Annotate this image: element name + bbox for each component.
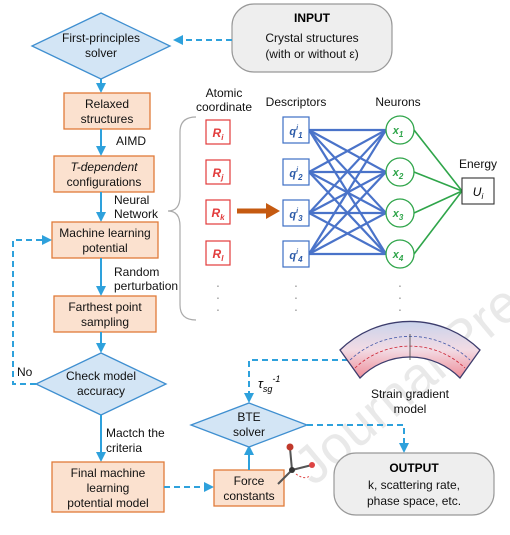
descriptors-label: Descriptors [266, 95, 327, 109]
atom-dots-3: · [216, 301, 221, 317]
tau-label: τsg-1 [258, 374, 280, 394]
input-title: INPUT [294, 11, 331, 25]
relaxed-line-1: Relaxed [85, 97, 129, 111]
descriptor-q4: qi4 [282, 240, 310, 268]
neuron-x2: x2 [385, 157, 415, 187]
descriptor-neuron-link-4-1 [308, 129, 387, 255]
neuron-x4: x4 [385, 239, 415, 269]
atom-R-i: Ri [205, 119, 231, 145]
descriptor-neuron-link-4-2 [308, 171, 387, 255]
match-label-1: Mactch the [106, 426, 165, 440]
descriptor-q3: qi3 [282, 199, 310, 227]
neuron-x1: x1 [385, 115, 415, 145]
force-constants-box: Force constants [213, 469, 285, 507]
force-line-2: constants [223, 489, 274, 503]
atom-R-j: Rj [205, 159, 231, 185]
neuron-dots-2: · [398, 289, 403, 305]
relaxed-structures-box: Relaxed structures [63, 92, 151, 130]
perturbation-label-1: Random [114, 265, 159, 279]
output-line-1: k, scattering rate, [368, 478, 460, 492]
atom-R-l: Rl [205, 240, 231, 266]
t-dependent-box: T-dependent configurations [53, 155, 155, 193]
atom-dots: · [216, 277, 221, 293]
farthest-line-2: sampling [81, 315, 129, 329]
neuron-dots: · [398, 277, 403, 293]
tau-subscript: sg [263, 384, 273, 394]
energy-node: Ui [461, 177, 495, 205]
energy-label: Energy [459, 157, 497, 171]
bte-to-output-arrow [307, 424, 409, 453]
ml-potential-line-1: Machine learning [59, 226, 150, 240]
bte-line-2: solver [233, 425, 265, 439]
output-title: OUTPUT [389, 461, 439, 475]
atom-R-l-text: Rl [213, 247, 225, 263]
final-line-2: learning [87, 481, 130, 495]
neuron-x3: x3 [385, 198, 415, 228]
first-principles-decision: First-principles solver [30, 12, 172, 80]
check-accuracy-decision: Check model accuracy [34, 352, 168, 416]
strain-line-1: Strain gradient [371, 387, 450, 401]
first-principles-line-1: First-principles [62, 31, 140, 45]
force-molecule-icon [277, 443, 315, 485]
bte-line-1: BTE [237, 410, 260, 424]
atom-R-i-text: Ri [213, 126, 225, 142]
energy-node-text: Ui [473, 185, 484, 201]
neural-label-2: Network [114, 207, 159, 221]
descriptor-neuron-link-3-1 [308, 129, 387, 214]
atom-dots-2: · [216, 289, 221, 305]
input-terminator: INPUT Crystal structures (with or withou… [231, 3, 393, 73]
descriptor-dots-3: · [294, 301, 299, 317]
check-line-1: Check model [66, 369, 136, 383]
farthest-sampling-box: Farthest point sampling [53, 295, 157, 333]
perturbation-label-2: perturbation [114, 279, 178, 293]
tau-superscript: -1 [272, 374, 280, 384]
atomic-label-2: coordinate [196, 100, 252, 114]
descriptor-q2: qi2 [282, 158, 310, 186]
force-line-1: Force [234, 474, 265, 488]
t-dependent-line-2: configurations [67, 175, 142, 189]
input-line-2: (with or without ε) [265, 47, 358, 61]
coordinate-brace [167, 116, 197, 321]
input-line-1: Crystal structures [265, 31, 358, 45]
first-principles-line-2: solver [85, 46, 117, 60]
final-model-box: Final machine learning potential model [51, 461, 165, 513]
strain-gradient-graphic [339, 320, 481, 380]
output-terminator: OUTPUT k, scattering rate, phase space, … [333, 452, 495, 516]
orange-arrow-head [266, 203, 280, 219]
neuron-energy-link-2 [413, 171, 463, 192]
network-connections [308, 128, 463, 256]
atomic-label-1: Atomic [206, 86, 243, 100]
ml-potential-line-2: potential [82, 241, 127, 255]
neurons-label: Neurons [375, 95, 420, 109]
no-label: No [17, 365, 33, 379]
check-line-2: accuracy [77, 384, 125, 398]
ml-potential-box: Machine learning potential [51, 221, 159, 259]
final-line-1: Final machine [71, 466, 146, 480]
descriptor-dots-2: · [294, 289, 299, 305]
farthest-line-1: Farthest point [68, 300, 142, 314]
atom-R-j-text: Rj [213, 166, 225, 182]
tau-symbol: τ [258, 376, 264, 391]
descriptor-neuron-link-4-3 [308, 212, 387, 255]
neuron-energy-link-1 [413, 129, 463, 192]
bte-solver-decision: BTE solver [189, 402, 309, 448]
strain-line-2: model [394, 402, 427, 416]
descriptor-dots: · [294, 277, 299, 293]
neuron-dots-3: · [398, 301, 403, 317]
match-label-2: criteria [106, 441, 142, 455]
final-line-3: potential model [67, 496, 148, 510]
descriptor-neuron-link-2-1 [308, 129, 387, 173]
no-loop-arrow [12, 235, 52, 385]
descriptor-q1: qi1 [282, 116, 310, 144]
t-dependent-line-1: T-dependent [71, 160, 139, 174]
neuron-energy-link-4 [413, 190, 463, 255]
neuron-energy-link-3 [413, 190, 463, 214]
output-line-2: phase space, etc. [367, 494, 461, 508]
aimd-label: AIMD [116, 134, 146, 148]
neural-label-1: Neural [114, 193, 149, 207]
atom-R-k: Rk [205, 199, 231, 225]
relaxed-line-2: structures [81, 112, 134, 126]
